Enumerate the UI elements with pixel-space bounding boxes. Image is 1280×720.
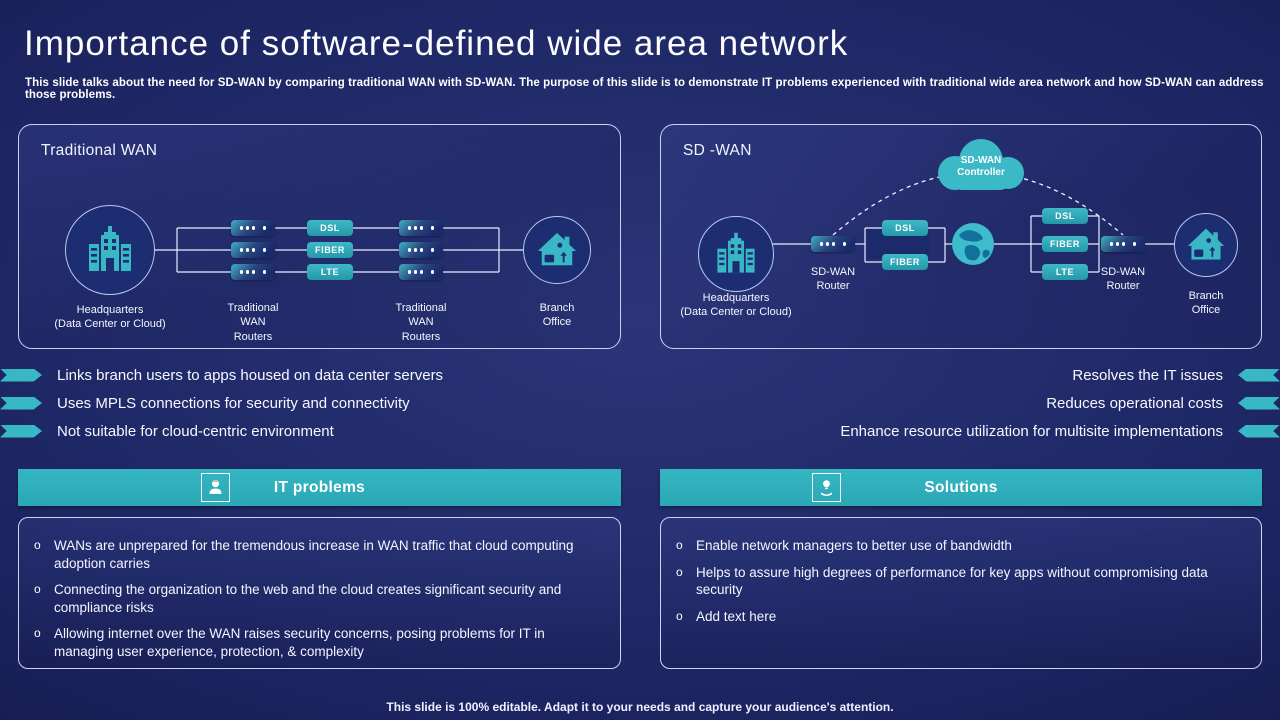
bullet-marker: o — [34, 582, 41, 597]
solutions-band: Solutions — [660, 469, 1262, 506]
hq-label: Headquarters (Data Center or Cloud) — [54, 304, 166, 331]
solutions-box: o Enable network managers to better use … — [660, 517, 1262, 669]
it-problems-box: o WANs are unprepared for the tremendous… — [18, 517, 621, 669]
solutions-icon-box — [812, 473, 841, 502]
solution-text: Enable network managers to better use of… — [696, 538, 1012, 553]
sdwan-panel: SD -WAN SD-WAN Controller — [660, 124, 1262, 349]
router-icon — [231, 242, 275, 258]
fiber-link-chip: FIBER — [1042, 236, 1088, 252]
fiber-link-chip: FIBER — [307, 242, 353, 258]
sdwan-title: SD -WAN — [683, 142, 752, 159]
wan-point: Links branch users to apps housed on dat… — [57, 366, 444, 384]
internet-globe — [951, 222, 995, 266]
arrow-right-icon — [0, 396, 42, 410]
arrow-right-icon — [0, 368, 42, 382]
bullet-marker: o — [676, 564, 683, 579]
it-problems-header: IT problems — [273, 478, 366, 496]
sdwan-point: Reduces operational costs — [1046, 394, 1223, 412]
router-icon — [231, 220, 275, 236]
it-problem-text: WANs are unprepared for the tremendous i… — [54, 538, 574, 571]
hand-bulb-icon — [821, 480, 832, 497]
traditional-wan-title: Traditional WAN — [41, 142, 158, 159]
dsl-link-chip: DSL — [307, 220, 353, 236]
bullet-marker: o — [34, 626, 41, 641]
wan-point-row: Uses MPLS connections for security and c… — [0, 392, 410, 414]
sdwan-router-icon — [811, 236, 855, 252]
it-problem-text: Allowing internet over the WAN raises se… — [54, 626, 545, 659]
globe-icon — [952, 223, 994, 265]
cloud-icon — [938, 139, 1024, 190]
bullet-marker: o — [34, 538, 41, 552]
it-problem-text: Connecting the organization to the web a… — [54, 582, 562, 615]
bullet-marker: o — [676, 538, 683, 552]
sdwan-point-row: Reduces operational costs — [1046, 392, 1280, 414]
list-item: o Add text here — [676, 608, 1241, 626]
house-icon — [1187, 228, 1225, 260]
arrow-left-icon — [1238, 424, 1280, 438]
router-icon — [231, 264, 275, 280]
sdwan-point-row: Resolves the IT issues — [1072, 364, 1280, 386]
list-item: o Helps to assure high degrees of perfor… — [676, 564, 1241, 599]
person-question-icon — [209, 480, 222, 494]
fiber-link-chip: FIBER — [882, 254, 928, 270]
branch-label: Branch Office — [539, 302, 575, 329]
sdwan-router-label: SD-WAN Router — [1100, 266, 1146, 293]
sdwan-controller-label: SD-WAN Controller — [957, 155, 1005, 178]
router-icon — [399, 220, 443, 236]
sdwan-router-icon — [1101, 236, 1145, 252]
dsl-link-chip: DSL — [1042, 208, 1088, 224]
arrow-left-icon — [1238, 368, 1280, 382]
sdwan-controller-cloud: SD-WAN Controller — [929, 137, 1033, 193]
hq-node — [65, 205, 155, 295]
slide-subtitle: This slide talks about the need for SD-W… — [25, 77, 1264, 101]
list-item: o Allowing internet over the WAN raises … — [34, 625, 600, 660]
dsl-link-chip: DSL — [882, 220, 928, 236]
footer-note: This slide is 100% editable. Adapt it to… — [386, 700, 894, 714]
lte-link-chip: LTE — [1042, 264, 1088, 280]
branch-node — [523, 216, 591, 284]
solution-text: Helps to assure high degrees of performa… — [696, 564, 1208, 598]
sdwan-point: Enhance resource utilization for multisi… — [840, 422, 1223, 440]
sdwan-router-label: SD-WAN Router — [810, 266, 856, 293]
wan-point: Not suitable for cloud-centric environme… — [57, 422, 334, 440]
building-icon — [89, 226, 131, 271]
page-title: Importance of software-defined wide area… — [24, 24, 849, 63]
list-item: o Connecting the organization to the web… — [34, 581, 600, 616]
branch-label: Branch Office — [1188, 290, 1224, 317]
traditional-wan-panel: Traditional WAN He — [18, 124, 621, 349]
lte-link-chip: LTE — [307, 264, 353, 280]
sdwan-point: Resolves the IT issues — [1072, 366, 1223, 384]
sdwan-point-row: Enhance resource utilization for multisi… — [840, 420, 1280, 442]
wan-point: Uses MPLS connections for security and c… — [57, 394, 410, 412]
router-icon — [399, 264, 443, 280]
bullet-marker: o — [676, 608, 683, 623]
routers-label: Traditional WAN Routers — [395, 302, 447, 343]
solution-text: Add text here — [696, 608, 777, 624]
list-item: o WANs are unprepared for the tremendous… — [34, 537, 600, 572]
house-icon — [537, 232, 577, 266]
wan-point-row: Links branch users to apps housed on dat… — [0, 364, 443, 386]
it-problems-band: IT problems — [18, 469, 621, 506]
router-icon — [399, 242, 443, 258]
arrow-right-icon — [0, 424, 42, 438]
building-icon — [717, 232, 755, 273]
it-problems-icon-box — [201, 473, 230, 502]
hq-node — [698, 216, 774, 292]
routers-label: Traditional WAN Routers — [227, 302, 279, 343]
solutions-header: Solutions — [924, 478, 998, 496]
wan-point-row: Not suitable for cloud-centric environme… — [0, 420, 334, 442]
list-item: o Enable network managers to better use … — [676, 537, 1241, 555]
arrow-left-icon — [1238, 396, 1280, 410]
hq-label: Headquarters (Data Center or Cloud) — [680, 292, 792, 319]
branch-node — [1174, 213, 1238, 277]
